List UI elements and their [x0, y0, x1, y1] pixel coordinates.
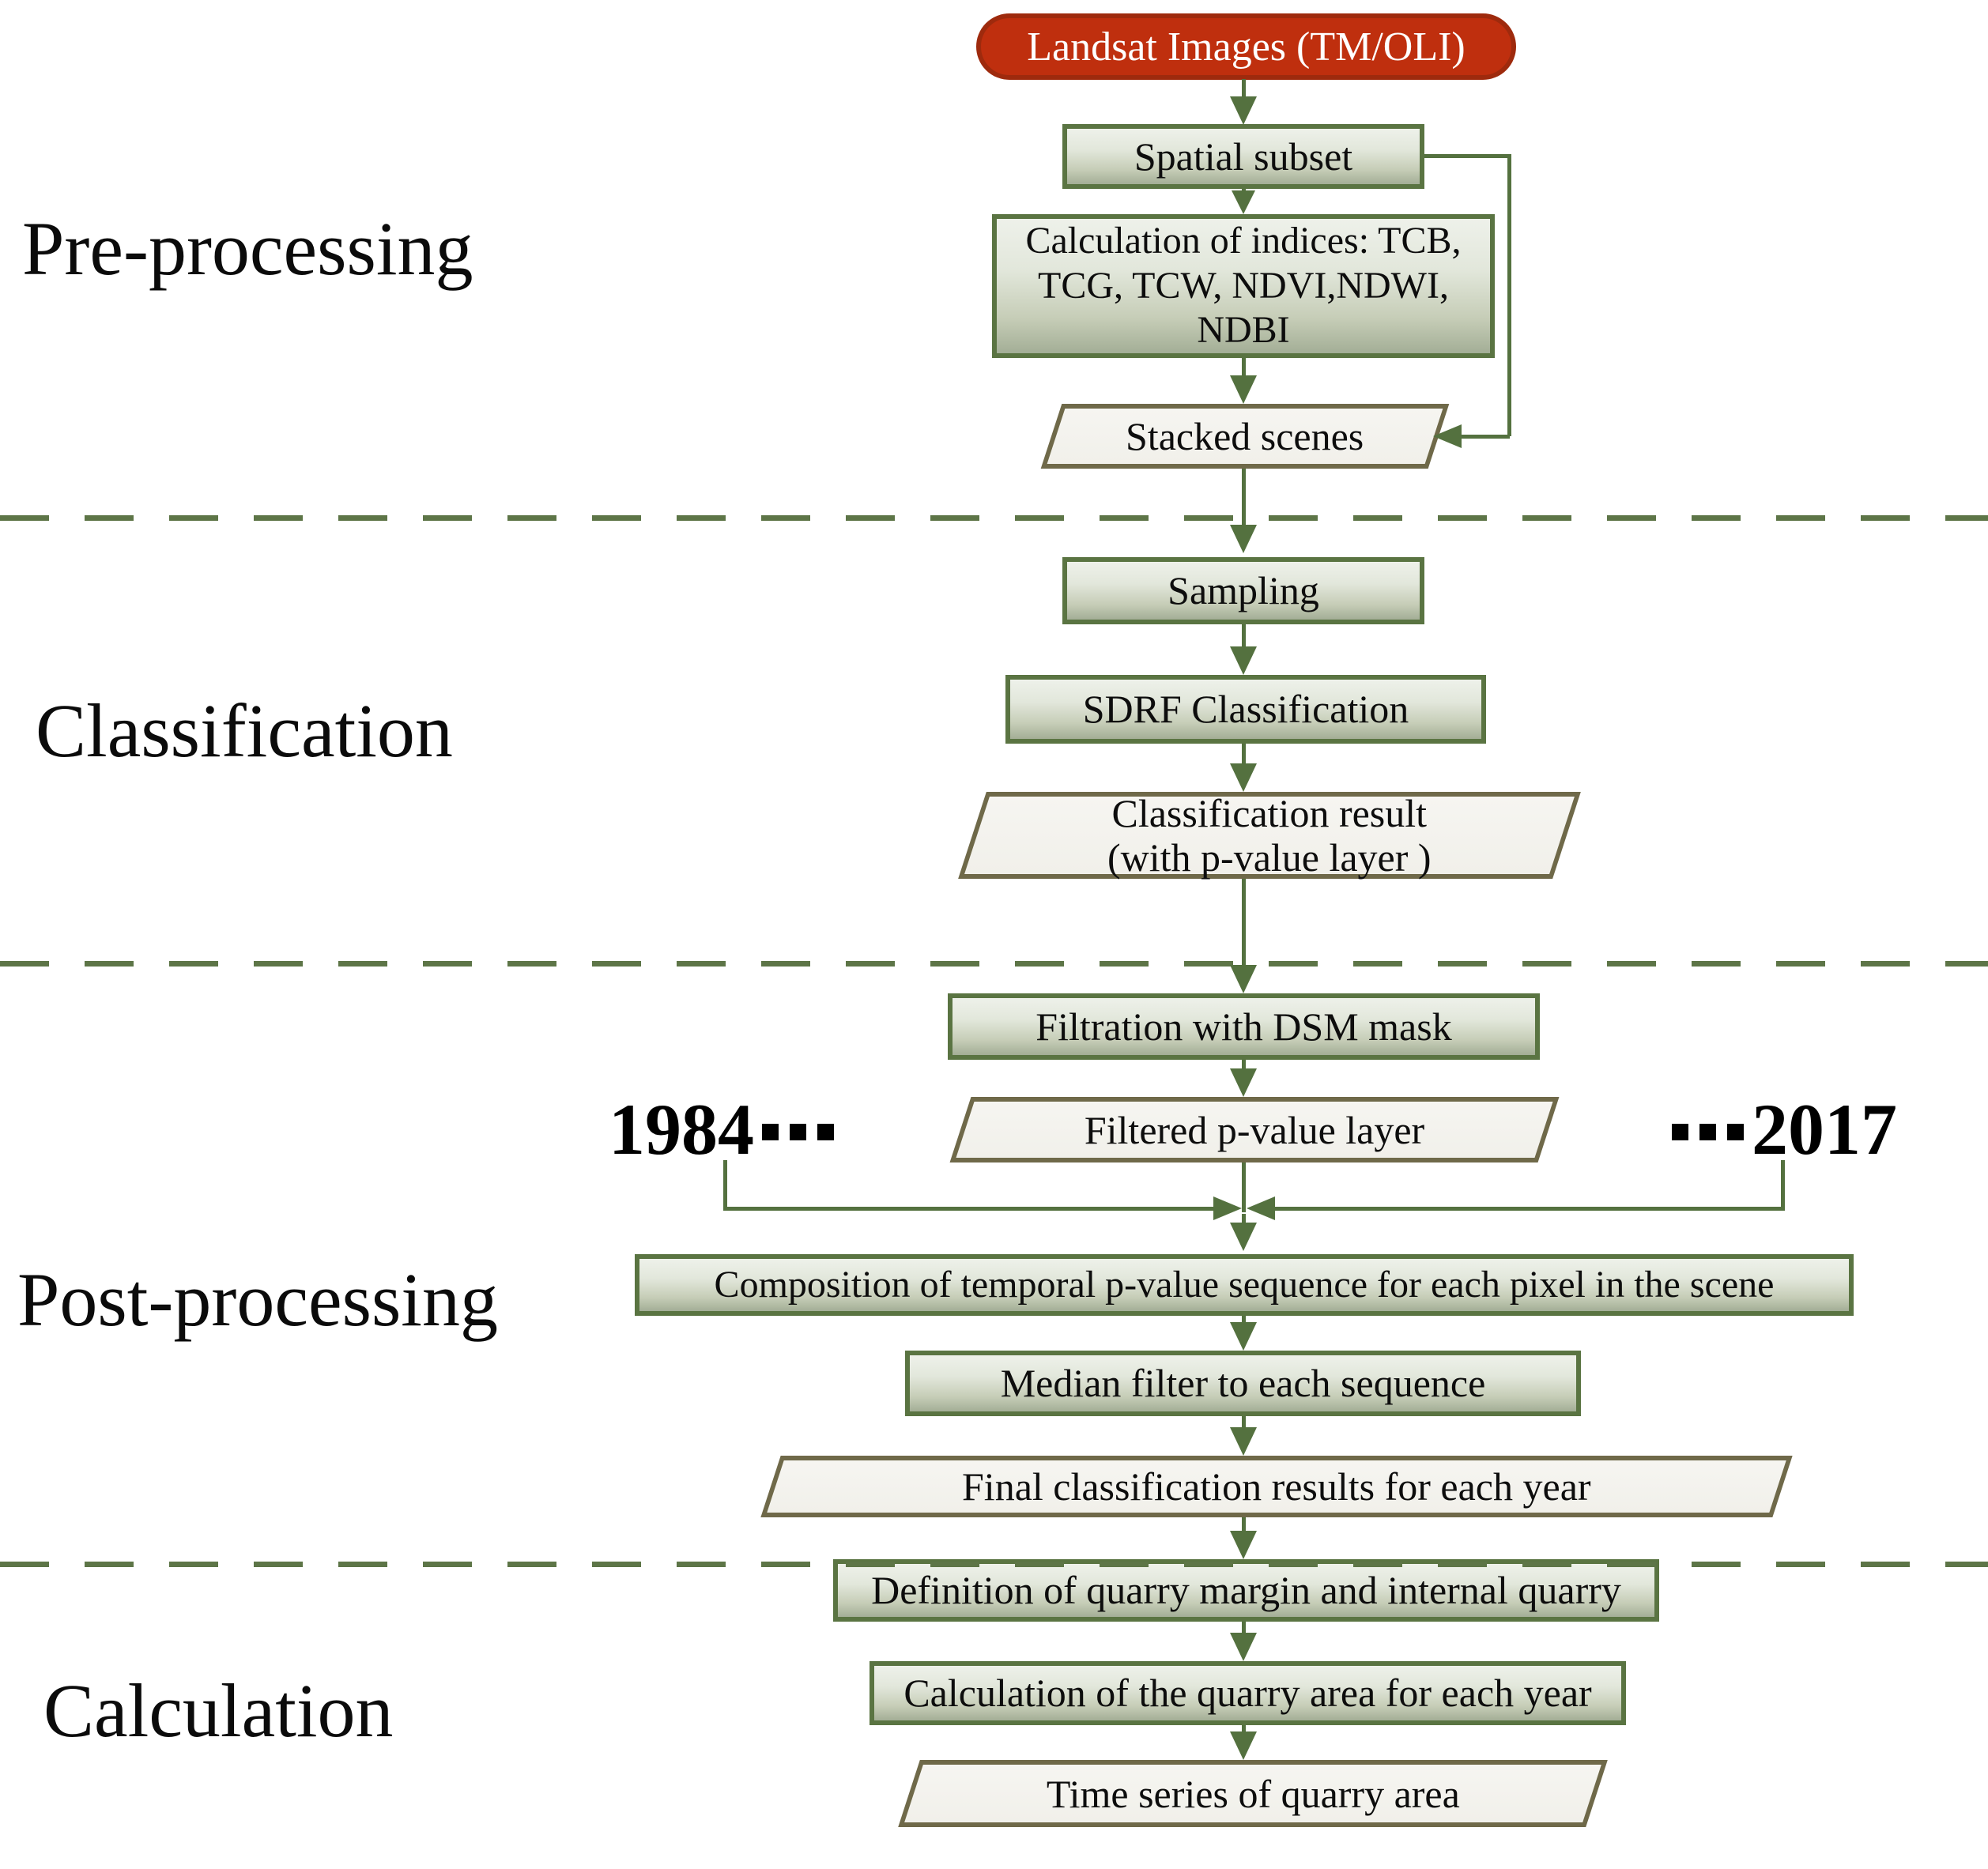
divider-classification-postprocessing	[0, 961, 1988, 967]
year-end-annotation: 2017	[1664, 1089, 1897, 1170]
node-classification-result-label: Classification result (with p-value laye…	[1107, 791, 1432, 880]
node-stacked-scenes: Stacked scenes	[1040, 404, 1450, 469]
arrow-composition-to-median-head	[1230, 1322, 1257, 1351]
arrow-definition-to-calculation-line	[1242, 1622, 1246, 1634]
node-landsat-images: Landsat Images (TM/OLI)	[976, 13, 1516, 80]
node-calculation-of-indices: Calculation of indices: TCB, TCG, TCW, N…	[992, 214, 1495, 358]
join-right-horizontal	[1274, 1207, 1785, 1211]
arrow-sdrf-to-result-line	[1242, 744, 1246, 765]
node-median-filter: Median filter to each sequence	[905, 1351, 1581, 1416]
arrow-calculation-to-timeseries-line	[1242, 1725, 1246, 1733]
node-time-series-quarry-area-label: Time series of quarry area	[1046, 1771, 1460, 1816]
join-left-arrow-head	[1213, 1196, 1242, 1220]
section-label-calculation: Calculation	[43, 1668, 394, 1753]
bypass-arrow-head	[1433, 424, 1462, 448]
node-stacked-scenes-label: Stacked scenes	[1126, 414, 1364, 458]
join-left-vertical	[723, 1160, 727, 1210]
arrow-result-to-filtration-head	[1230, 965, 1257, 993]
arrow-sampling-to-sdrf-head	[1230, 646, 1257, 675]
node-spatial-subset: Spatial subset	[1062, 124, 1424, 189]
arrow-median-to-final-line	[1242, 1416, 1246, 1429]
divider-preprocessing-classification	[0, 515, 1988, 521]
arrow-join-to-composition-head	[1230, 1223, 1257, 1251]
join-left-horizontal	[723, 1207, 1217, 1211]
arrow-spatial-to-indices-head	[1232, 190, 1255, 214]
arrow-final-to-definition-line	[1242, 1517, 1246, 1532]
node-filtered-p-value-layer-label: Filtered p-value layer	[1084, 1107, 1425, 1152]
node-filtered-p-value-layer: Filtered p-value layer	[949, 1097, 1560, 1162]
arrow-indices-to-stacked-head	[1230, 375, 1257, 404]
arrow-median-to-final-head	[1230, 1427, 1257, 1456]
arrow-sampling-to-sdrf-line	[1242, 624, 1246, 648]
arrow-filtration-to-filtered-line	[1242, 1060, 1246, 1070]
arrow-stacked-to-sampling-head	[1230, 525, 1257, 553]
node-classification-result: Classification result (with p-value laye…	[958, 791, 1581, 880]
arrow-sdrf-to-result-head	[1230, 763, 1257, 792]
arrow-calculation-to-timeseries-head	[1230, 1731, 1257, 1760]
arrow-landsat-to-spatial-line	[1242, 79, 1246, 100]
year-end-label: 2017	[1752, 1089, 1897, 1170]
node-calculation-quarry-area: Calculation of the quarry area for each …	[870, 1661, 1626, 1725]
node-definition-quarry-margin: Definition of quarry margin and internal…	[833, 1559, 1659, 1622]
arrow-stacked-to-sampling-line	[1242, 469, 1246, 526]
section-label-post-processing: Post-processing	[17, 1257, 498, 1342]
arrow-filtration-to-filtered-head	[1230, 1068, 1257, 1097]
node-final-classification-results: Final classification results for each ye…	[760, 1456, 1793, 1517]
node-final-classification-results-label: Final classification results for each ye…	[962, 1464, 1591, 1509]
ellipsis-dots-right	[1672, 1119, 1744, 1140]
node-composition-temporal-sequence: Composition of temporal p-value sequence…	[635, 1254, 1854, 1316]
bypass-vertical-segment	[1507, 154, 1511, 436]
node-sdrf-classification: SDRF Classification	[1005, 675, 1486, 744]
divider-postprocessing-calculation	[0, 1562, 1988, 1567]
arrow-composition-to-median-line	[1242, 1316, 1246, 1324]
bypass-bottom-segment	[1458, 435, 1510, 439]
year-start-annotation: 1984	[609, 1089, 842, 1170]
arrow-final-to-definition-head	[1230, 1531, 1257, 1559]
arrow-indices-to-stacked-line	[1242, 358, 1246, 378]
connector-filtered-to-join-line	[1242, 1162, 1246, 1212]
section-label-pre-processing: Pre-processing	[22, 206, 473, 291]
ellipsis-dots-left	[762, 1119, 834, 1140]
year-start-label: 1984	[609, 1089, 754, 1170]
arrow-result-to-filtration-line	[1242, 879, 1246, 967]
node-sampling: Sampling	[1062, 557, 1424, 624]
arrow-landsat-to-spatial-head	[1230, 96, 1257, 125]
bypass-top-segment	[1424, 154, 1511, 158]
join-right-vertical	[1781, 1160, 1785, 1210]
join-right-arrow-head	[1247, 1196, 1275, 1220]
node-filtration-dsm-mask: Filtration with DSM mask	[948, 993, 1540, 1060]
arrow-definition-to-calculation-head	[1230, 1633, 1257, 1661]
arrow-join-to-composition-line	[1242, 1214, 1246, 1224]
section-label-classification: Classification	[36, 688, 453, 773]
node-time-series-quarry-area: Time series of quarry area	[898, 1760, 1608, 1827]
